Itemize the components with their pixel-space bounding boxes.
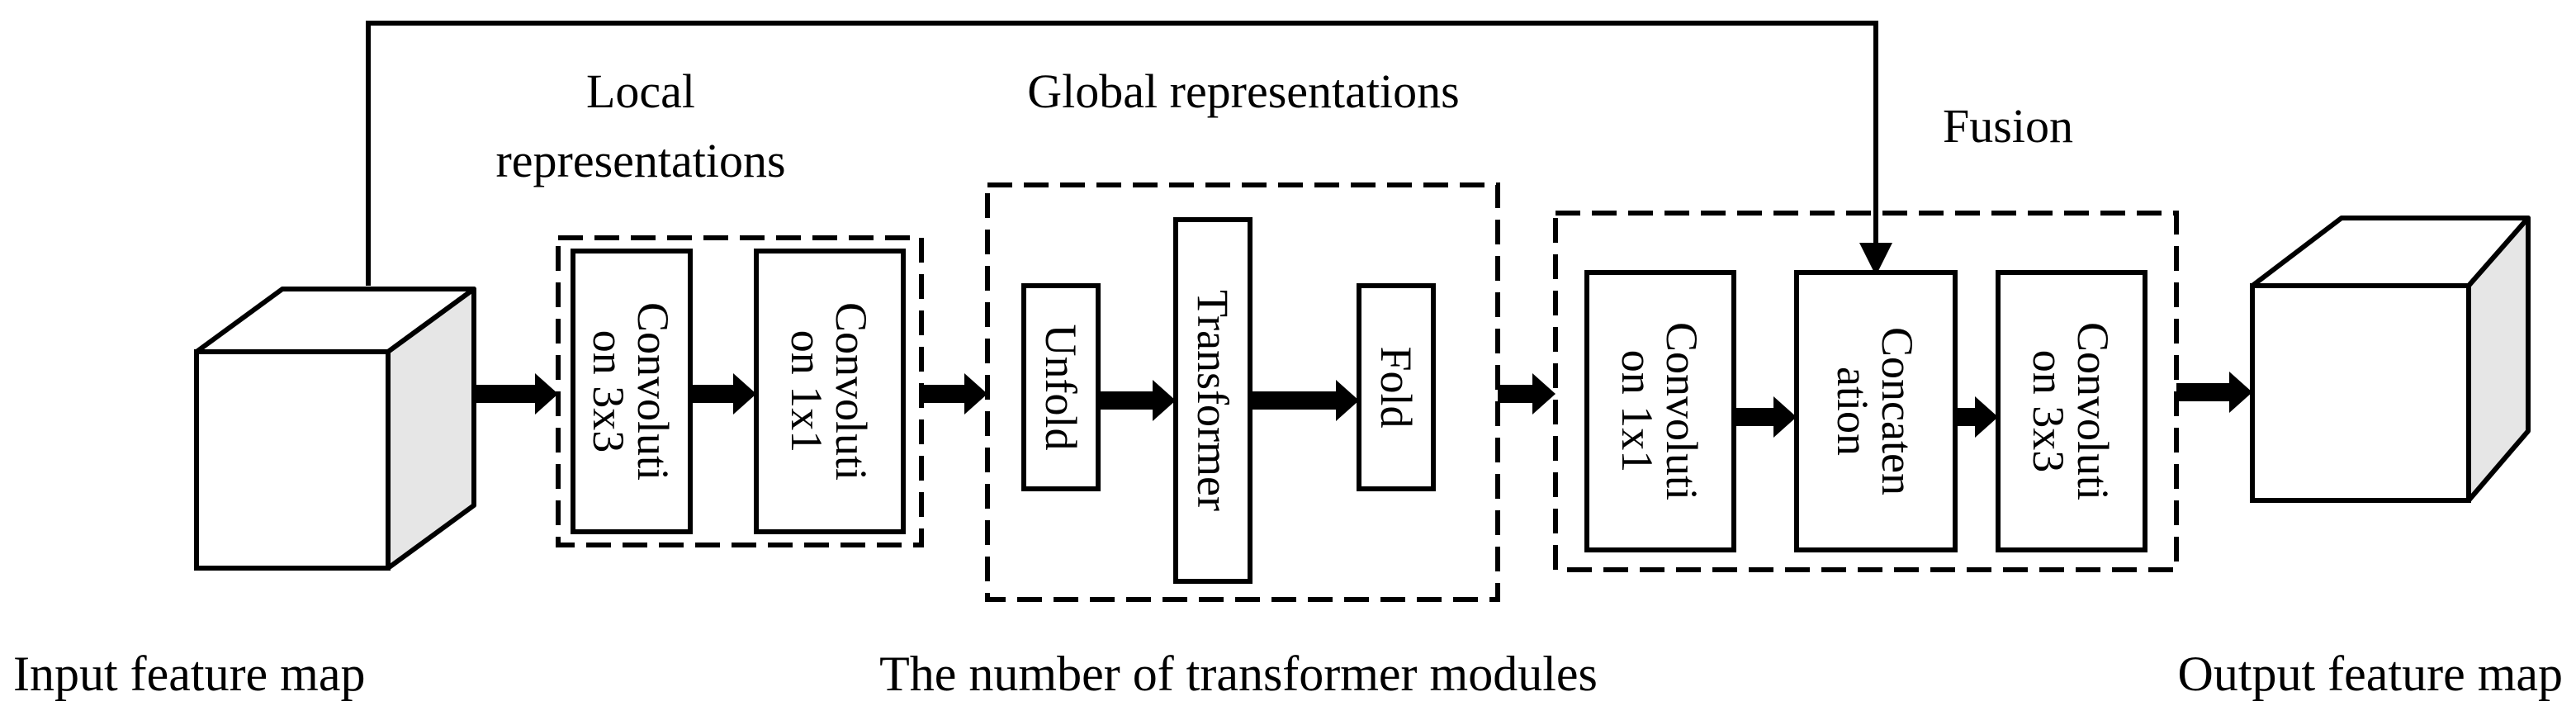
input-feature-map-cube bbox=[194, 287, 476, 571]
fusion-title: Fusion bbox=[1943, 99, 2073, 153]
arrow-transformer-to-fold bbox=[1250, 391, 1336, 410]
arrow-concat-to-conv3 bbox=[1955, 408, 1975, 426]
unfold-box bbox=[1021, 283, 1101, 491]
fusion-conv1x1-box bbox=[1584, 270, 1736, 552]
arrow-local-to-global bbox=[923, 385, 964, 403]
arrow-fusion-to-output bbox=[2176, 383, 2229, 401]
arrow-local-conv3-to-conv1 bbox=[690, 385, 733, 403]
fold-label: Fold bbox=[1371, 346, 1421, 428]
local-representations-title-line2: representations bbox=[495, 134, 785, 187]
output-feature-map-cube bbox=[2250, 216, 2531, 503]
arrow-input-to-local bbox=[476, 385, 535, 403]
concatenation-box bbox=[1794, 270, 1958, 552]
local-conv1x1-label-line1: Convoluti bbox=[826, 302, 876, 481]
global-representations-title: Global representations bbox=[1027, 64, 1459, 118]
local-conv3x3-label-line1: Convoluti bbox=[628, 302, 678, 481]
skip-connection-line bbox=[366, 21, 1878, 286]
input-feature-map-label: Input feature map bbox=[13, 647, 365, 701]
arrow-conv1-to-concat bbox=[1734, 408, 1773, 426]
fusion-conv3x3-label-line1: Convoluti bbox=[2068, 322, 2118, 500]
local-conv3x3-label-line2: on 3x3 bbox=[584, 330, 633, 453]
transformer-label: Transformer bbox=[1188, 290, 1238, 511]
arrow-global-to-fusion bbox=[1498, 385, 1532, 403]
concatenation-label-line2: ation bbox=[1828, 367, 1878, 456]
fusion-conv1x1-label-line2: on 1x1 bbox=[1612, 350, 1662, 473]
fusion-conv3x3-label-line2: on 3x3 bbox=[2024, 350, 2073, 473]
local-conv1x1-box bbox=[754, 249, 906, 534]
local-representations-group bbox=[556, 235, 924, 547]
flow-arrows bbox=[476, 372, 2252, 438]
skip-connection-arrowhead bbox=[1859, 243, 1892, 276]
arrow-unfold-to-transformer bbox=[1098, 391, 1153, 410]
local-conv1x1-label-line2: on 1x1 bbox=[782, 330, 831, 453]
fusion-conv3x3-box bbox=[1996, 270, 2147, 552]
global-representations-group bbox=[985, 182, 1500, 602]
unfold-label: Unfold bbox=[1036, 325, 1086, 451]
fold-box bbox=[1357, 283, 1436, 491]
output-feature-map-label: Output feature map bbox=[2178, 647, 2564, 701]
local-representations-title: Local bbox=[586, 64, 695, 118]
concatenation-label-line1: Concaten bbox=[1873, 327, 1922, 495]
transformer-modules-caption: The number of transformer modules bbox=[879, 647, 1598, 701]
fusion-conv1x1-label-line1: Convoluti bbox=[1657, 322, 1707, 500]
local-conv3x3-box bbox=[571, 249, 693, 534]
